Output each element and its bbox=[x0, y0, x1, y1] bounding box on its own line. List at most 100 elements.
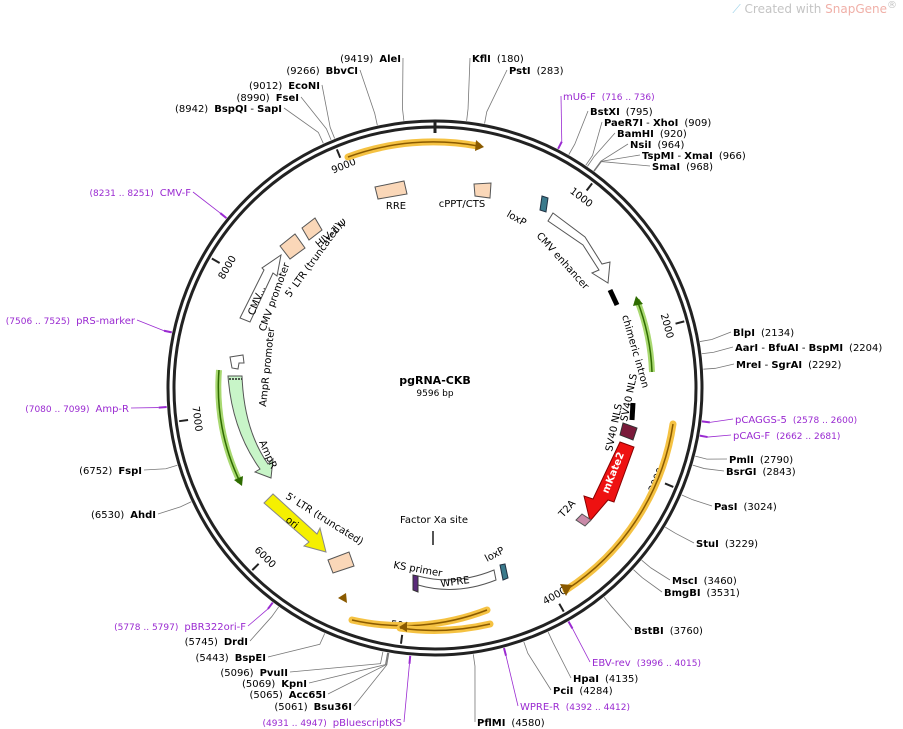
feature-mkate2 bbox=[583, 441, 635, 523]
primer-name: mU6-F bbox=[563, 92, 596, 103]
primer-label-WPRE-R: WPRE-R(4392 .. 4412) bbox=[520, 702, 630, 713]
primer-range: (2662 .. 2681) bbox=[776, 432, 840, 442]
site-label-part: XhoI bbox=[653, 118, 678, 129]
primer-name: CMV-F bbox=[160, 188, 191, 199]
tick-mark-4000 bbox=[558, 603, 565, 613]
site-label-part: - bbox=[758, 343, 768, 354]
site-label-FspI: (6752)FspI bbox=[79, 466, 142, 477]
site-label-part: BstXI bbox=[590, 107, 620, 118]
site-line-BspEI bbox=[267, 633, 326, 658]
plasmid-name: pgRNA-CKB bbox=[399, 374, 470, 387]
site-label-part: TspMI bbox=[642, 151, 674, 162]
site-line-BspQI-SapI bbox=[283, 107, 324, 144]
primer-label-pBluescriptKS: (4931 .. 4947)pBluescriptKS bbox=[262, 718, 402, 729]
primer-line-pBR322ori-F bbox=[247, 608, 269, 627]
orf-arc-green-right-head bbox=[633, 296, 643, 306]
feature-label-factorxa: Factor Xa site bbox=[400, 515, 468, 526]
site-label-part: (4284) bbox=[579, 686, 612, 697]
primer-name: Amp-R bbox=[96, 404, 130, 415]
primer-label-CMV-F: (8231 .. 8251)CMV-F bbox=[89, 188, 191, 199]
watermark-brand: SnapGene bbox=[825, 2, 887, 16]
primer-range: (4392 .. 4412) bbox=[566, 703, 630, 713]
site-label-part: (9012) bbox=[249, 81, 282, 92]
primer-range: (4931 .. 4947) bbox=[262, 719, 326, 729]
site-label-part: MscI bbox=[672, 576, 698, 587]
tick-mark-8000 bbox=[211, 257, 221, 264]
primer-label-pRS-marker: (7506 .. 7525) pRS-marker bbox=[6, 316, 136, 327]
primer-range: (3996 .. 4015) bbox=[637, 659, 701, 669]
site-label-part: AarI bbox=[735, 343, 758, 354]
tick-mark-6000 bbox=[251, 563, 260, 571]
site-line-PasI bbox=[681, 494, 713, 507]
site-label-DrdI: (5745) DrdI bbox=[185, 637, 248, 648]
primer-name: pBR322ori-F bbox=[184, 622, 246, 633]
site-label-part: (5096) bbox=[220, 668, 253, 679]
site-label-part: PflMI bbox=[477, 718, 505, 729]
site-line-BlpI bbox=[699, 331, 732, 342]
site-line-AleI bbox=[402, 57, 405, 121]
primer-line-EBV-rev bbox=[572, 628, 591, 663]
site-line-FspI bbox=[143, 464, 178, 471]
site-label-Bsu36I: (5061)Bsu36I bbox=[274, 702, 352, 713]
orf-arc-bottom1-head bbox=[338, 593, 347, 603]
site-label-part: - bbox=[643, 118, 653, 129]
site-label-PmlI: PmlI(2790) bbox=[729, 455, 793, 466]
primer-range: (716 .. 736) bbox=[602, 93, 655, 103]
site-label-part: KflI bbox=[472, 54, 491, 65]
site-label-part: (966) bbox=[719, 151, 746, 162]
site-label-part: (3229) bbox=[725, 539, 758, 550]
site-label-part: (9419) bbox=[340, 54, 373, 65]
tick-mark-1000 bbox=[585, 182, 593, 192]
site-label-part: (5069) bbox=[242, 679, 275, 690]
site-label-part: (5745) bbox=[185, 637, 218, 648]
site-label-part: BspEI bbox=[235, 653, 266, 664]
site-label-part: (2292) bbox=[808, 360, 841, 371]
plasmid-size: 9596 bp bbox=[416, 389, 453, 399]
site-label-AhdI: (6530)AhdI bbox=[91, 510, 156, 521]
site-label-part: SmaI bbox=[652, 162, 680, 173]
site-label-BspQI-SapI: (8942)BspQI - SapI bbox=[175, 104, 282, 115]
site-label-PasI: PasI(3024) bbox=[714, 502, 777, 513]
primer-range: (7506 .. 7525) bbox=[6, 317, 70, 327]
orf-arc-top-core bbox=[347, 141, 479, 158]
site-line-MreI-SgrAI bbox=[703, 363, 735, 370]
site-label-part: (8942) bbox=[175, 104, 208, 115]
site-lines bbox=[143, 57, 735, 723]
site-label-part: (4135) bbox=[605, 674, 638, 685]
tick-mark-2000 bbox=[675, 320, 685, 325]
site-line-StuI bbox=[665, 526, 695, 544]
site-label-part: FspI bbox=[118, 466, 142, 477]
site-label-part: - bbox=[674, 151, 684, 162]
primer-line-pCAGGS-5 bbox=[709, 418, 734, 423]
site-line-BsrGI bbox=[692, 464, 725, 472]
feature-cmv-enhancer bbox=[547, 212, 611, 284]
orf-arc-green-left-core bbox=[217, 369, 241, 483]
site-label-part: DrdI bbox=[224, 637, 248, 648]
site-label-HpaI: HpaI(4135) bbox=[573, 674, 638, 685]
site-line-MscI bbox=[641, 559, 671, 581]
site-label-part: (2204) bbox=[849, 343, 882, 354]
site-line-PaeR7I-XhoI bbox=[585, 121, 603, 166]
orf-arc-top-head bbox=[475, 140, 484, 151]
primer-line-WPRE-R bbox=[505, 655, 519, 707]
primer-mark-pRS-marker bbox=[163, 329, 173, 334]
primer-label-EBV-rev: EBV-rev(3996 .. 4015) bbox=[592, 658, 701, 669]
site-label-PflMI: PflMI(4580) bbox=[477, 718, 545, 729]
feature-cmv-promoter bbox=[239, 253, 282, 323]
site-label-BmgBI: BmgBI(3531) bbox=[664, 588, 740, 599]
site-label-part: PasI bbox=[714, 502, 737, 513]
site-label-part: BstBI bbox=[634, 626, 664, 637]
site-label-part: (180) bbox=[497, 54, 524, 65]
site-line-KpnI bbox=[308, 652, 388, 684]
orf-arc-right-head bbox=[560, 584, 572, 596]
primer-name: pRS-marker bbox=[76, 316, 136, 327]
feature-sv40-nls bbox=[619, 422, 638, 441]
feature-ori bbox=[263, 493, 327, 553]
tick-mark-5000 bbox=[399, 634, 404, 644]
site-label-AarI-BfuAI-BspMI: AarI - BfuAI - BspMI(2204) bbox=[735, 343, 882, 354]
tick-label-8000: 8000 bbox=[217, 254, 239, 282]
primer-mark-Amp-R bbox=[158, 406, 167, 409]
feature-label-ampr-promoter: AmpR promoter bbox=[258, 326, 277, 407]
tick-label-9000: 9000 bbox=[330, 157, 358, 177]
site-label-EcoNI: (9012)EcoNI bbox=[249, 81, 320, 92]
